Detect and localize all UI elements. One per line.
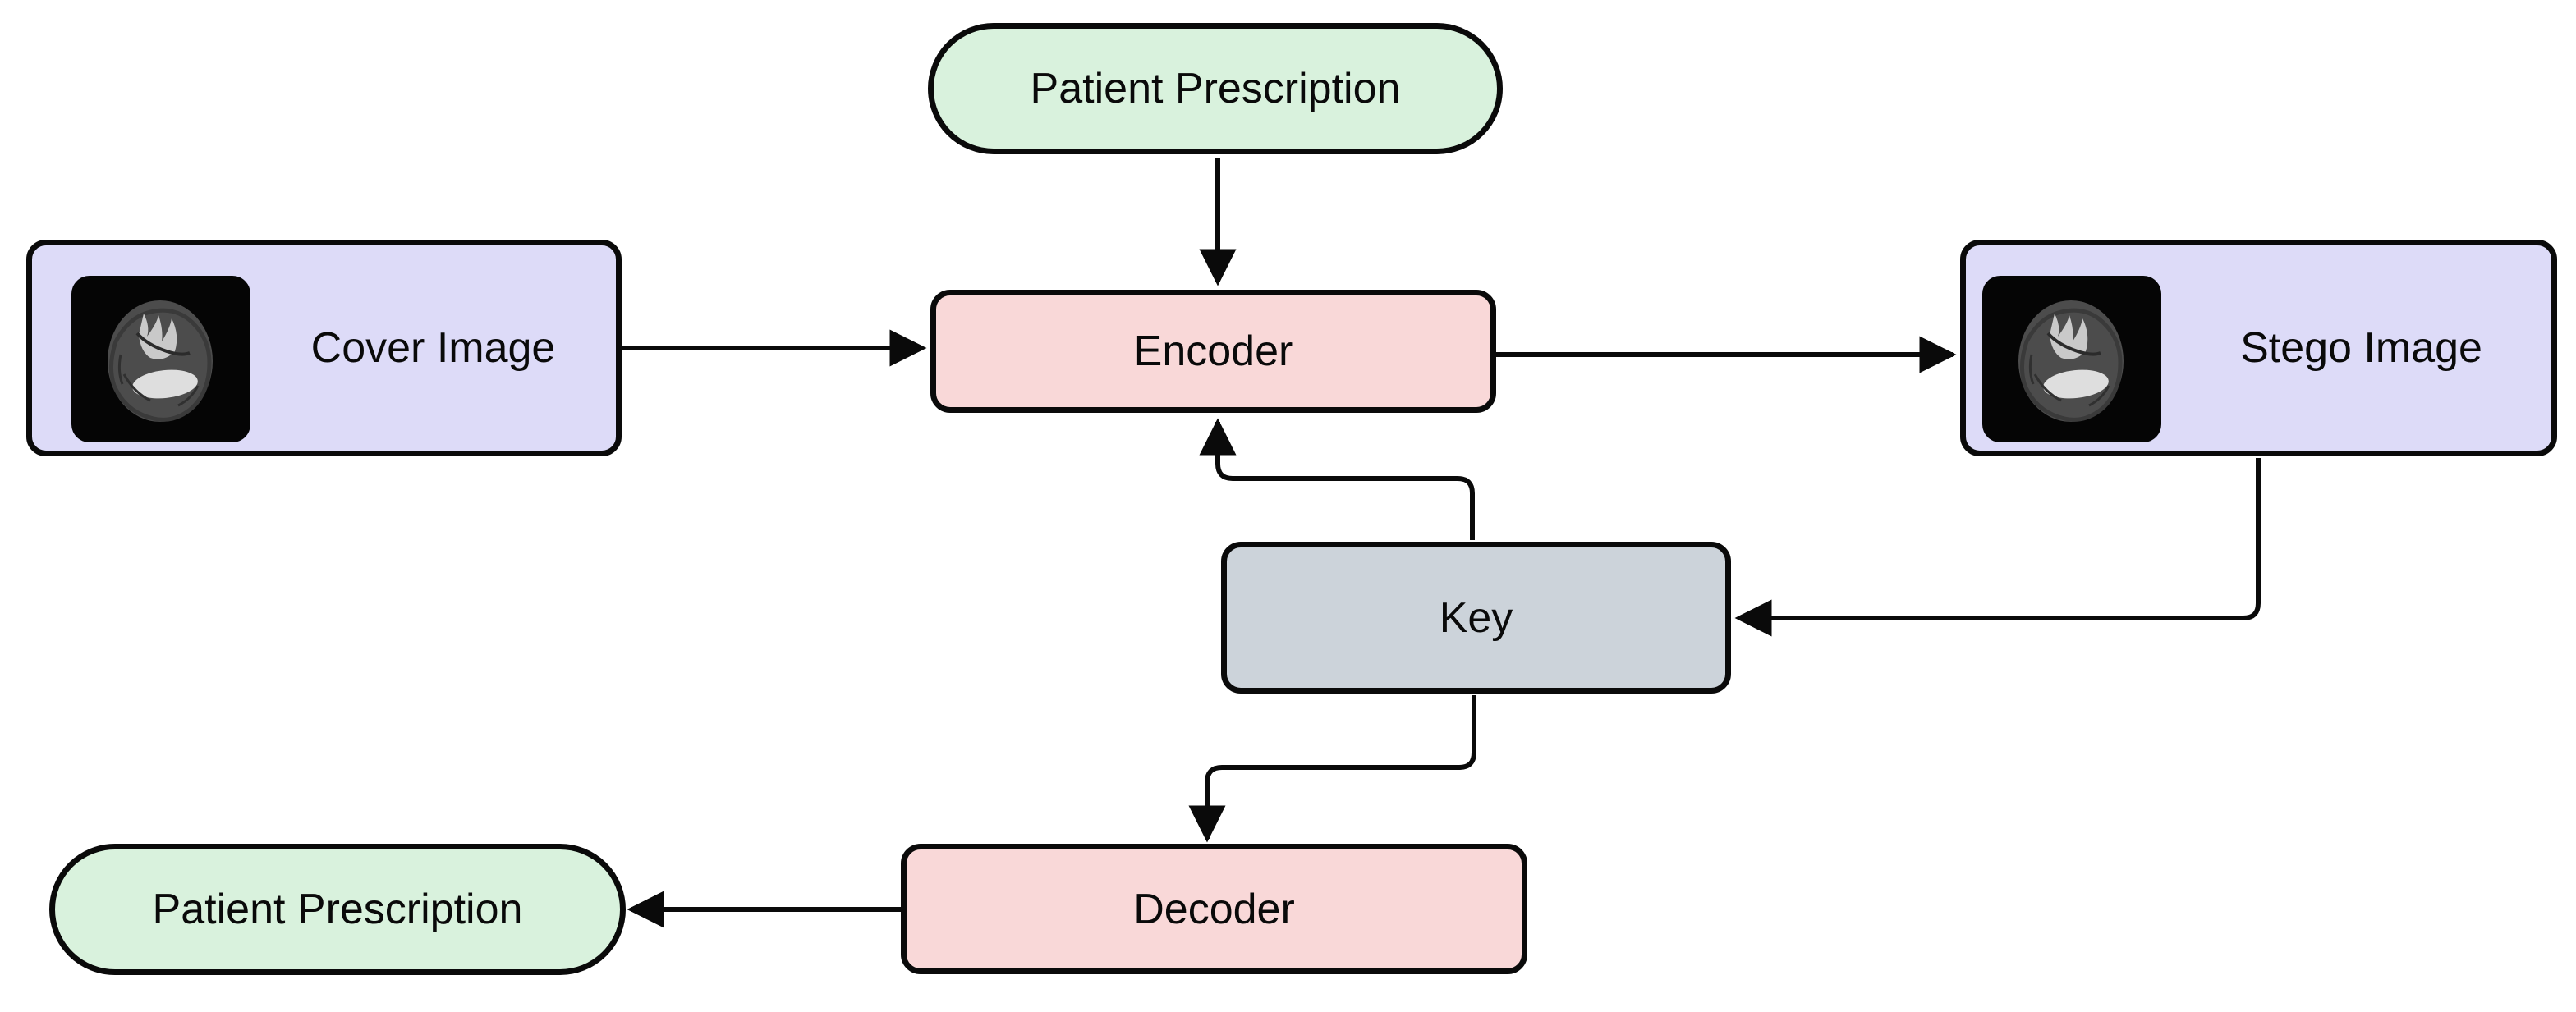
node-label: Key [1439, 593, 1513, 642]
edge-key-to-decoder [1188, 695, 1476, 843]
node-label: Patient Prescription [1030, 65, 1401, 112]
node-label: Decoder [1133, 885, 1295, 933]
node-decoder: Decoder [901, 844, 1527, 974]
brain-mri-scan-icon [1982, 276, 2161, 442]
node-key: Key [1221, 542, 1731, 694]
node-encoder: Encoder [930, 290, 1496, 413]
node-patient-prescription-top: Patient Prescription [928, 23, 1503, 154]
node-cover-image: Cover Image [26, 240, 622, 456]
node-stego-image: Stego Image [1960, 240, 2557, 456]
edge-key-to-encoder [1199, 418, 1475, 540]
brain-mri-scan-icon [71, 276, 250, 442]
node-label: Encoder [1133, 327, 1293, 375]
node-label: Stego Image [2240, 324, 2482, 372]
node-label: Patient Prescription [152, 886, 523, 933]
node-label: Cover Image [310, 324, 556, 372]
edge-stego-to-key [1734, 458, 2261, 637]
node-patient-prescription-bottom: Patient Prescription [49, 844, 626, 975]
